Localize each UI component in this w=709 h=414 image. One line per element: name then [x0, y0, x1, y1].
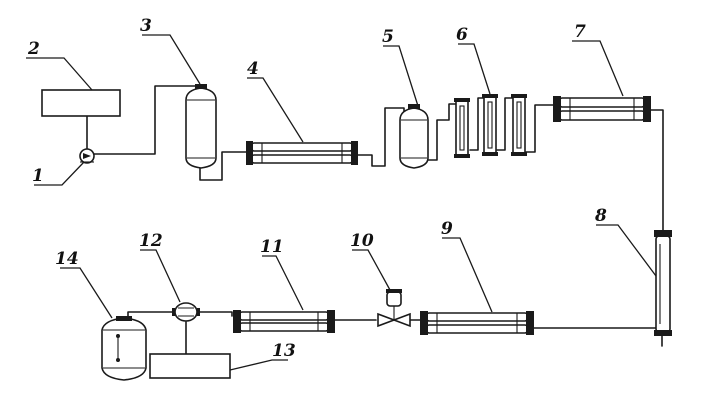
label-14: 14	[55, 249, 79, 269]
label-11: 11	[260, 237, 284, 257]
storage-vessel-14	[101, 316, 147, 381]
pipe-exchanger11-to-separator12	[197, 311, 233, 317]
heat-exchanger-9	[420, 311, 534, 335]
heat-exchanger-7	[553, 96, 651, 122]
label-7: 7	[574, 22, 586, 42]
pipe-exchanger4-to-vessel5	[357, 107, 405, 167]
label-9: 9	[441, 219, 453, 239]
piping	[86, 85, 664, 355]
heat-exchanger-11	[233, 310, 335, 333]
vessel-3	[185, 84, 217, 169]
label-2: 2	[27, 39, 40, 59]
pipe-column8-to-exchanger9	[532, 327, 663, 347]
collection-tank-13	[149, 353, 231, 379]
label-3: 3	[140, 16, 152, 36]
pump-1	[79, 148, 95, 164]
tubular-reactors-6	[454, 94, 527, 158]
pipe-separator12-to-tank14	[127, 311, 175, 321]
feed-tank-2	[41, 89, 121, 117]
label-1: 1	[32, 166, 44, 186]
label-12: 12	[139, 231, 163, 251]
valve-10	[377, 289, 411, 328]
pipe-vessel5-to-reactors6	[427, 103, 461, 161]
pipe-reactor6b-to-6c	[496, 97, 517, 151]
equipment-labels: 2 1 3 4 5 6 7 8 9 10 11 12 13 14	[27, 16, 607, 361]
pipe-vessel3-to-exchanger4	[199, 151, 247, 181]
pipe-reactors6-to-exchanger7	[525, 104, 554, 153]
label-13: 13	[272, 341, 296, 361]
label-5: 5	[382, 27, 394, 47]
label-4: 4	[247, 59, 259, 79]
label-10: 10	[350, 231, 374, 251]
separator-12	[172, 302, 200, 322]
vessel-5	[399, 104, 429, 169]
heat-exchanger-4	[246, 141, 358, 165]
leader-lines	[26, 34, 657, 371]
pipe-exchanger7-to-column8	[649, 109, 664, 233]
label-6: 6	[456, 25, 468, 45]
label-8: 8	[594, 206, 607, 226]
column-8	[654, 230, 672, 336]
